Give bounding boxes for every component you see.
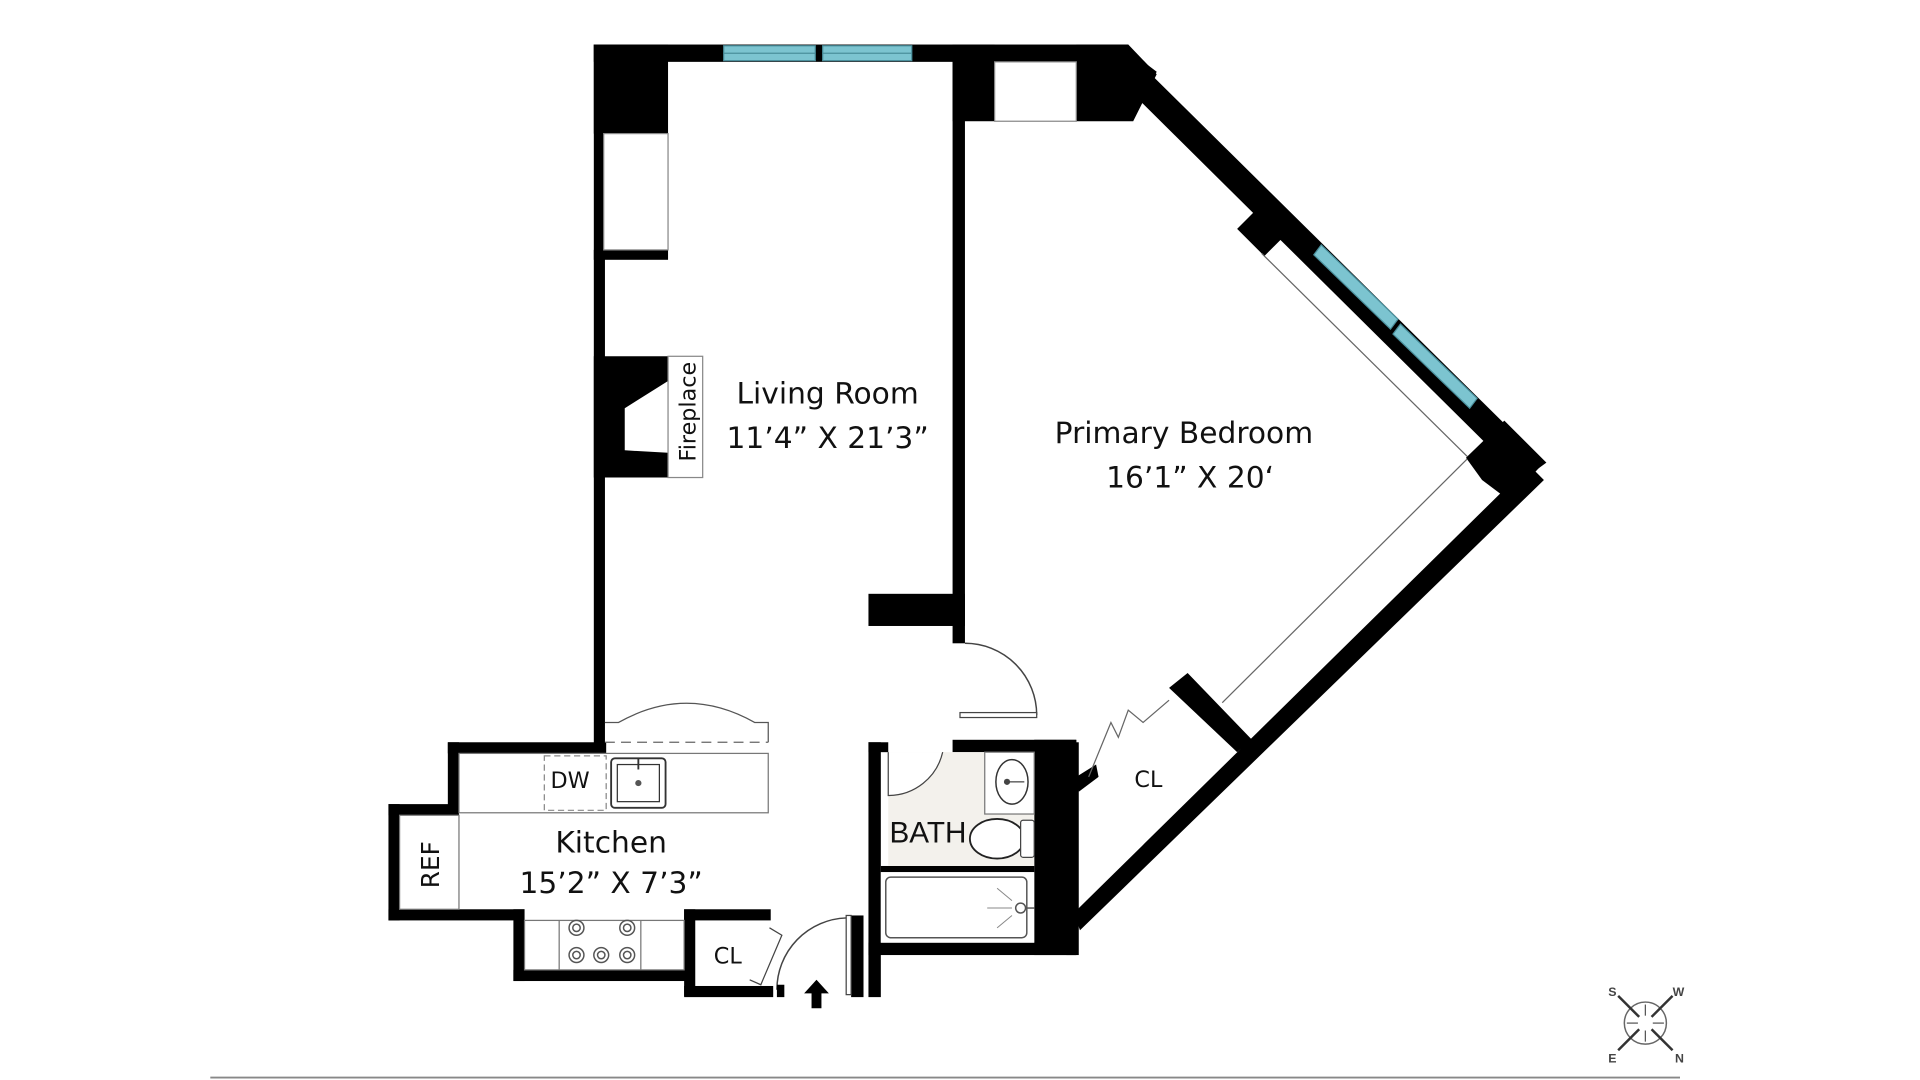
bedroom-closet-label: CL (1134, 767, 1163, 793)
fireplace-hearth (667, 355, 704, 479)
window-top (723, 45, 913, 62)
kitchen-dimensions: 15’2” X 7’3” (519, 866, 702, 901)
compass-e: E (1608, 1052, 1616, 1066)
entrance-arrow-icon (804, 979, 829, 1009)
ref-label: REF (416, 841, 445, 888)
kitchen-name: Kitchen (555, 825, 667, 860)
compass-s: S (1608, 985, 1616, 999)
living-room-name: Living Room (737, 376, 919, 411)
dishwasher (543, 755, 607, 811)
compass-rose-icon: S W E N (1608, 985, 1684, 1066)
dw-label: DW (551, 768, 590, 794)
bedroom-dimensions: 16’1” X 20‘ (1106, 460, 1274, 495)
bathroom-sink-icon (984, 751, 1035, 815)
fireplace-label: Fireplace (675, 362, 701, 462)
toilet-icon (968, 818, 1035, 860)
kitchen-walls (388, 742, 774, 998)
compass-w: W (1673, 985, 1685, 999)
kitchen-closet-door[interactable] (749, 927, 783, 986)
stove-icon (523, 919, 685, 971)
bedroom-door[interactable] (959, 642, 1038, 719)
built-in-shelf (603, 132, 669, 251)
bathtub-icon (880, 872, 1035, 943)
refrigerator (398, 814, 460, 910)
closet-bifold-door[interactable] (1088, 699, 1170, 778)
entrance-door[interactable] (776, 914, 864, 998)
bedroom-niche (994, 61, 1077, 122)
window-diagonal (1312, 244, 1478, 410)
living-room-dimensions: 11’4” X 21’3” (727, 421, 929, 456)
bath-walls (868, 739, 1077, 998)
kitchen-closet-label: CL (714, 944, 743, 970)
kitchen-sink-icon (610, 757, 667, 809)
bath-label: BATH (889, 816, 966, 849)
compass-n: N (1675, 1052, 1684, 1066)
breakfast-bar (604, 702, 769, 743)
bedroom-name: Primary Bedroom (1055, 416, 1313, 451)
